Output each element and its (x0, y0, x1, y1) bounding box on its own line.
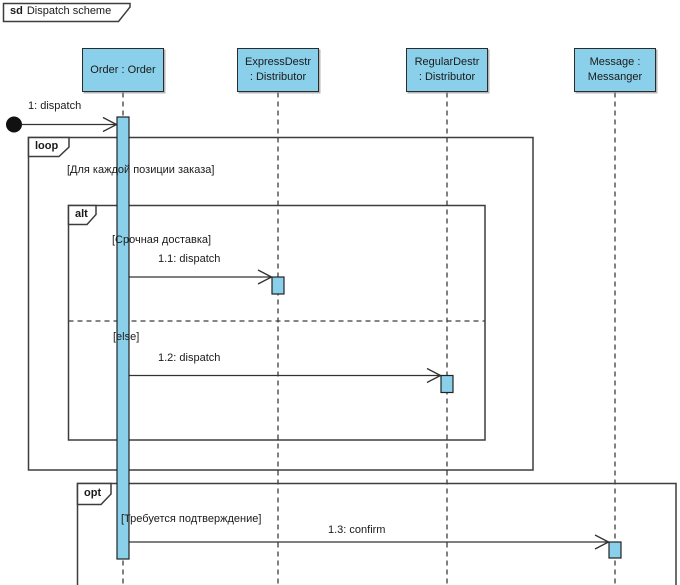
alt-guard-urgent-label: [Срочная доставка] (112, 234, 212, 246)
expressdestr-activation-bar[interactable] (271, 276, 285, 295)
diagram-frame-name-tag (2, 2, 131, 23)
loop-operator-label: loop (35, 140, 59, 152)
message-1-3-confirm-arrow[interactable] (129, 534, 609, 550)
lifeline-head-expressdestr[interactable]: ExpressDestr : Distributor (237, 48, 319, 92)
lifeline-head-order[interactable]: Order : Order (82, 48, 164, 92)
message-1-2-dispatch-arrow[interactable] (129, 367, 441, 384)
found-message-endpoint[interactable] (6, 116, 22, 133)
lifeline-label-line1: Message : (589, 56, 641, 68)
alt-fragment-frame[interactable] (67, 204, 486, 441)
message-1-1-dispatch-arrow[interactable] (129, 269, 272, 285)
message-1-label: 1: dispatch (28, 100, 82, 112)
message-1-dispatch-arrow[interactable] (22, 116, 117, 133)
lifeline-head-message[interactable]: Message : Messanger (574, 48, 656, 92)
alt-guard-else-label: [else] (113, 331, 140, 343)
lifeline-label-line1: ExpressDestr (244, 56, 312, 68)
message-1-3-label: 1.3: confirm (328, 524, 386, 536)
opt-operator-label: opt (84, 487, 102, 499)
lifeline-head-regulardestr[interactable]: RegularDestr : Distributor (406, 48, 488, 92)
lifeline-label: Order : Order (90, 63, 156, 76)
lifeline-label-line2: : Distributor (418, 71, 476, 83)
diagram-title-keyword: sd (10, 5, 23, 17)
lifeline-label-line2: : Distributor (249, 71, 307, 83)
order-activation-bar[interactable] (116, 116, 130, 560)
alt-operator-label: alt (75, 208, 88, 220)
message-1-1-label: 1.1: dispatch (158, 253, 221, 265)
message-activation-bar[interactable] (608, 541, 622, 559)
loop-operator-tag (27, 136, 70, 158)
lifeline-label-line1: RegularDestr (414, 56, 480, 68)
regulardestr-activation-bar[interactable] (440, 374, 454, 394)
lifeline-label-line2: Messanger (587, 71, 643, 83)
opt-fragment-frame[interactable] (76, 482, 677, 585)
message-1-2-label: 1.2: dispatch (158, 352, 221, 364)
opt-guard-label: [Требуется подтверждение] (121, 513, 262, 525)
opt-operator-tag (76, 482, 112, 506)
diagram-title-name: Dispatch scheme (26, 5, 112, 17)
loop-fragment-frame[interactable] (27, 136, 534, 471)
alt-operator-tag (67, 204, 97, 226)
loop-guard-label: [Для каждой позиции заказа] (67, 164, 215, 176)
